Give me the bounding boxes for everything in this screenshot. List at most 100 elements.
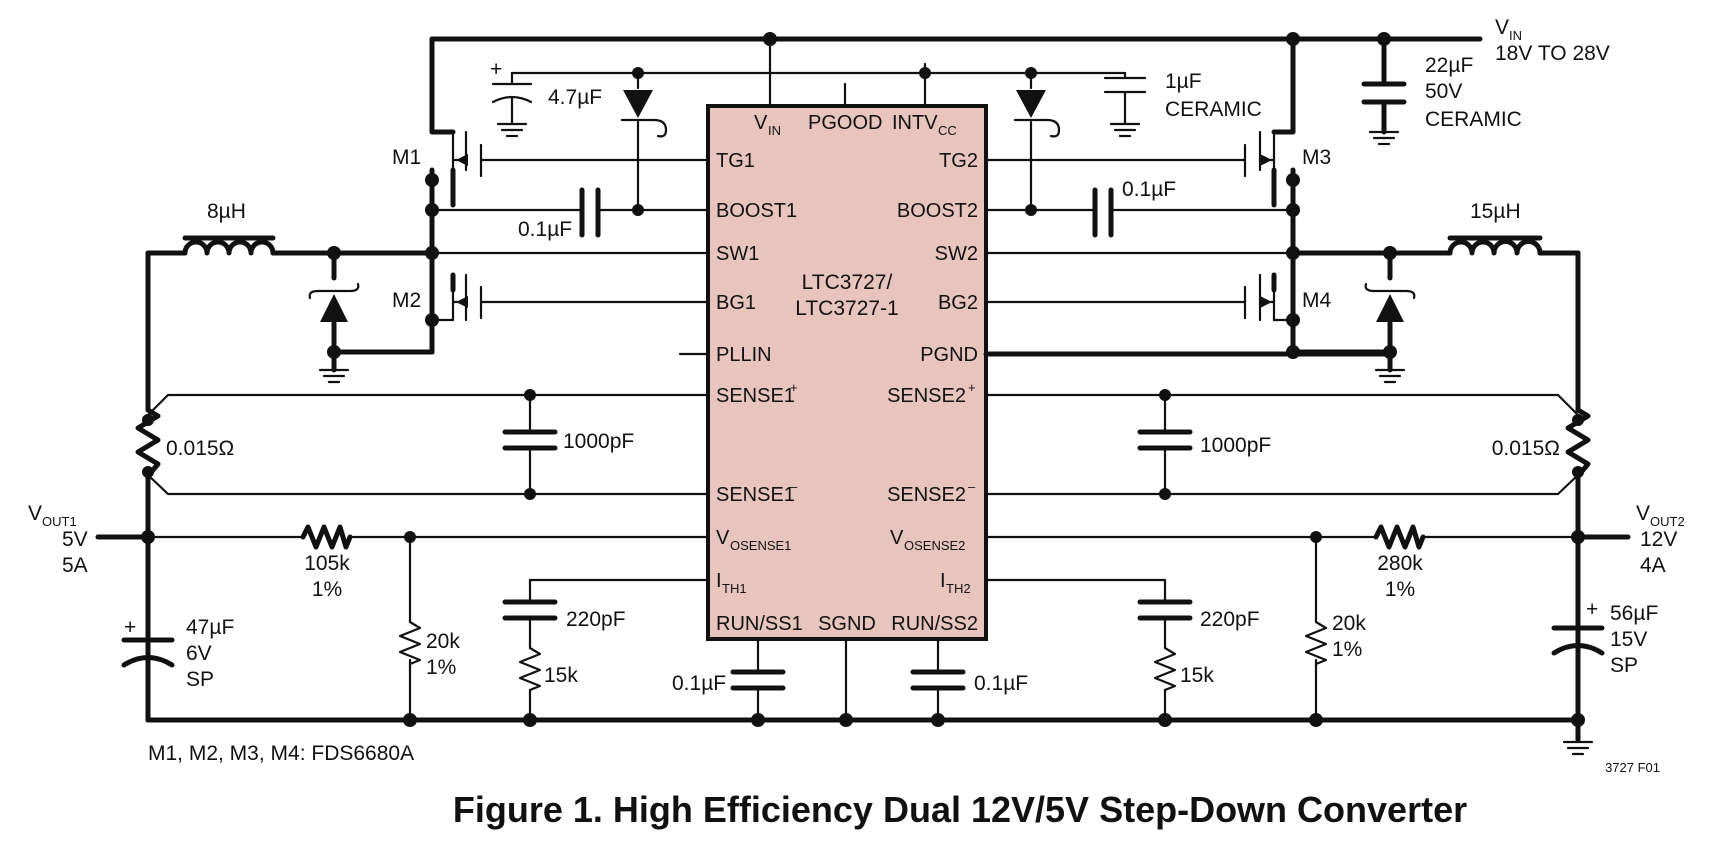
label-m3: M3	[1302, 146, 1331, 169]
ss-cap-1	[730, 669, 786, 691]
boost-diode-1	[620, 90, 668, 138]
pin-sw1: SW1	[716, 243, 759, 265]
vout2-label: V OUT2 12V 4A	[1636, 502, 1685, 577]
label-cc1: 220pF	[566, 608, 626, 631]
comp-res-2	[1153, 646, 1177, 692]
inductor-15uh	[1447, 235, 1543, 256]
vout1-label: V OUT1 5V 5A	[28, 502, 88, 577]
cap-4u7	[491, 82, 533, 138]
label-co2: 56µF	[1610, 602, 1658, 625]
pin-bg1: BG1	[716, 292, 756, 314]
pin-ith2: I	[940, 570, 946, 592]
vin-label: V IN 18V TO 28V	[1495, 16, 1610, 65]
label-r2bot: 20k	[1332, 612, 1366, 635]
vin-sub: IN	[1509, 28, 1522, 43]
label-r2bot-tol: 1%	[1332, 638, 1362, 661]
out-cap-2	[1551, 625, 1605, 656]
label-c1u: 1µF	[1165, 70, 1202, 93]
label-r1top: 105k	[304, 552, 350, 575]
boost-cap-2	[1092, 187, 1114, 238]
ground-symbol	[1562, 740, 1594, 756]
label-r1bot: 20k	[426, 630, 460, 653]
label-co1-v: 6V	[186, 642, 212, 665]
boost-diode-2	[1013, 90, 1061, 138]
pin-vin-sub: IN	[768, 123, 781, 138]
catch-diode-2	[1364, 282, 1416, 384]
label-r2top: 280k	[1377, 552, 1423, 575]
label-css1: 0.1µF	[672, 672, 726, 695]
vout1-amps: 5A	[62, 554, 88, 577]
label-plus-c4u7: +	[490, 58, 502, 81]
label-l2: 15µH	[1470, 200, 1521, 223]
pin-pgnd: PGND	[920, 344, 978, 366]
pin-tg1: TG1	[716, 150, 755, 172]
label-r1bot-tol: 1%	[426, 656, 456, 679]
resistor-105k	[300, 524, 353, 550]
comp-res-1	[518, 646, 542, 692]
label-cc2: 220pF	[1200, 608, 1260, 631]
pin-vosense1-sub: OSENSE1	[730, 538, 791, 553]
comp-cap-2	[1137, 599, 1193, 621]
label-rs2: 0.015Ω	[1492, 437, 1560, 460]
cap-22u	[1361, 36, 1407, 146]
catch-diode-1	[308, 282, 360, 384]
mosfet-m2	[430, 273, 483, 322]
label-r1top-tol: 1%	[312, 578, 342, 601]
pin-vin: V	[754, 112, 768, 134]
ic-body	[706, 104, 988, 641]
resistor-20k-1	[398, 620, 422, 666]
pin-ith1-sub: TH1	[722, 581, 747, 596]
sense-resistor-2	[1565, 407, 1591, 479]
vin-range: 18V TO 28V	[1495, 42, 1610, 65]
pin-sense2-minus-sign: –	[968, 479, 976, 494]
label-co2-type: SP	[1610, 654, 1638, 677]
label-r2top-tol: 1%	[1385, 578, 1415, 601]
sense-cap-1	[502, 429, 558, 451]
vout2-sub: OUT2	[1650, 514, 1685, 529]
pin-intvcc-sub: CC	[938, 123, 957, 138]
pin-sense1-minus-sign: –	[790, 479, 798, 494]
label-m4: M4	[1302, 289, 1331, 312]
label-rc1: 15k	[544, 664, 578, 687]
pin-boost2: BOOST2	[897, 200, 978, 222]
pin-sense2-minus: SENSE2	[887, 484, 966, 506]
power-wiring	[95, 36, 1631, 743]
resistor-20k-2	[1304, 620, 1328, 666]
label-l1: 8µH	[207, 200, 246, 223]
resistor-280k	[1373, 524, 1426, 550]
chip-name-2: LTC3727-1	[795, 297, 899, 320]
pin-ith1: I	[716, 570, 722, 592]
junctions	[141, 32, 1585, 727]
label-cb2: 0.1µF	[1122, 178, 1176, 201]
label-m2: M2	[392, 289, 421, 312]
label-rc2: 15k	[1180, 664, 1214, 687]
pin-ith2-sub: TH2	[946, 581, 971, 596]
label-rs1: 0.015Ω	[166, 437, 234, 460]
ic-left-pins: TG1 BOOST1 SW1 BG1 PLLIN SENSE1 + SENSE1…	[716, 150, 803, 635]
label-co1: 47µF	[186, 616, 234, 639]
pin-sense1-minus: SENSE1	[716, 484, 795, 506]
pin-sgnd: SGND	[818, 613, 876, 635]
label-cs2: 1000pF	[1200, 434, 1271, 457]
pin-vosense2: V	[890, 527, 904, 549]
ss-cap-2	[910, 669, 966, 691]
label-plus-co1: +	[124, 616, 136, 639]
label-plus-co2: +	[1586, 598, 1598, 621]
vout2-amps: 4A	[1640, 554, 1666, 577]
pin-runss2: RUN/SS2	[891, 613, 978, 635]
label-cs1: 1000pF	[563, 430, 634, 453]
label-co2-v: 15V	[1610, 628, 1647, 651]
boost-cap-1	[579, 187, 601, 238]
sense-resistor-1	[135, 407, 161, 479]
pin-vosense2-sub: OSENSE2	[904, 538, 965, 553]
pin-sense2-plus-sign: +	[968, 380, 976, 395]
label-c22u-type: CERAMIC	[1425, 108, 1522, 131]
ic-right-pins: TG2 BOOST2 SW2 BG2 PGND SENSE2 + SENSE2 …	[887, 150, 978, 635]
inductor-8uh	[182, 235, 276, 256]
pin-intvcc: INTV	[892, 112, 938, 134]
out-cap-1	[121, 637, 175, 668]
label-c4u7: 4.7µF	[548, 86, 602, 109]
signal-wiring	[146, 37, 1580, 722]
pin-bg2: BG2	[938, 292, 978, 314]
